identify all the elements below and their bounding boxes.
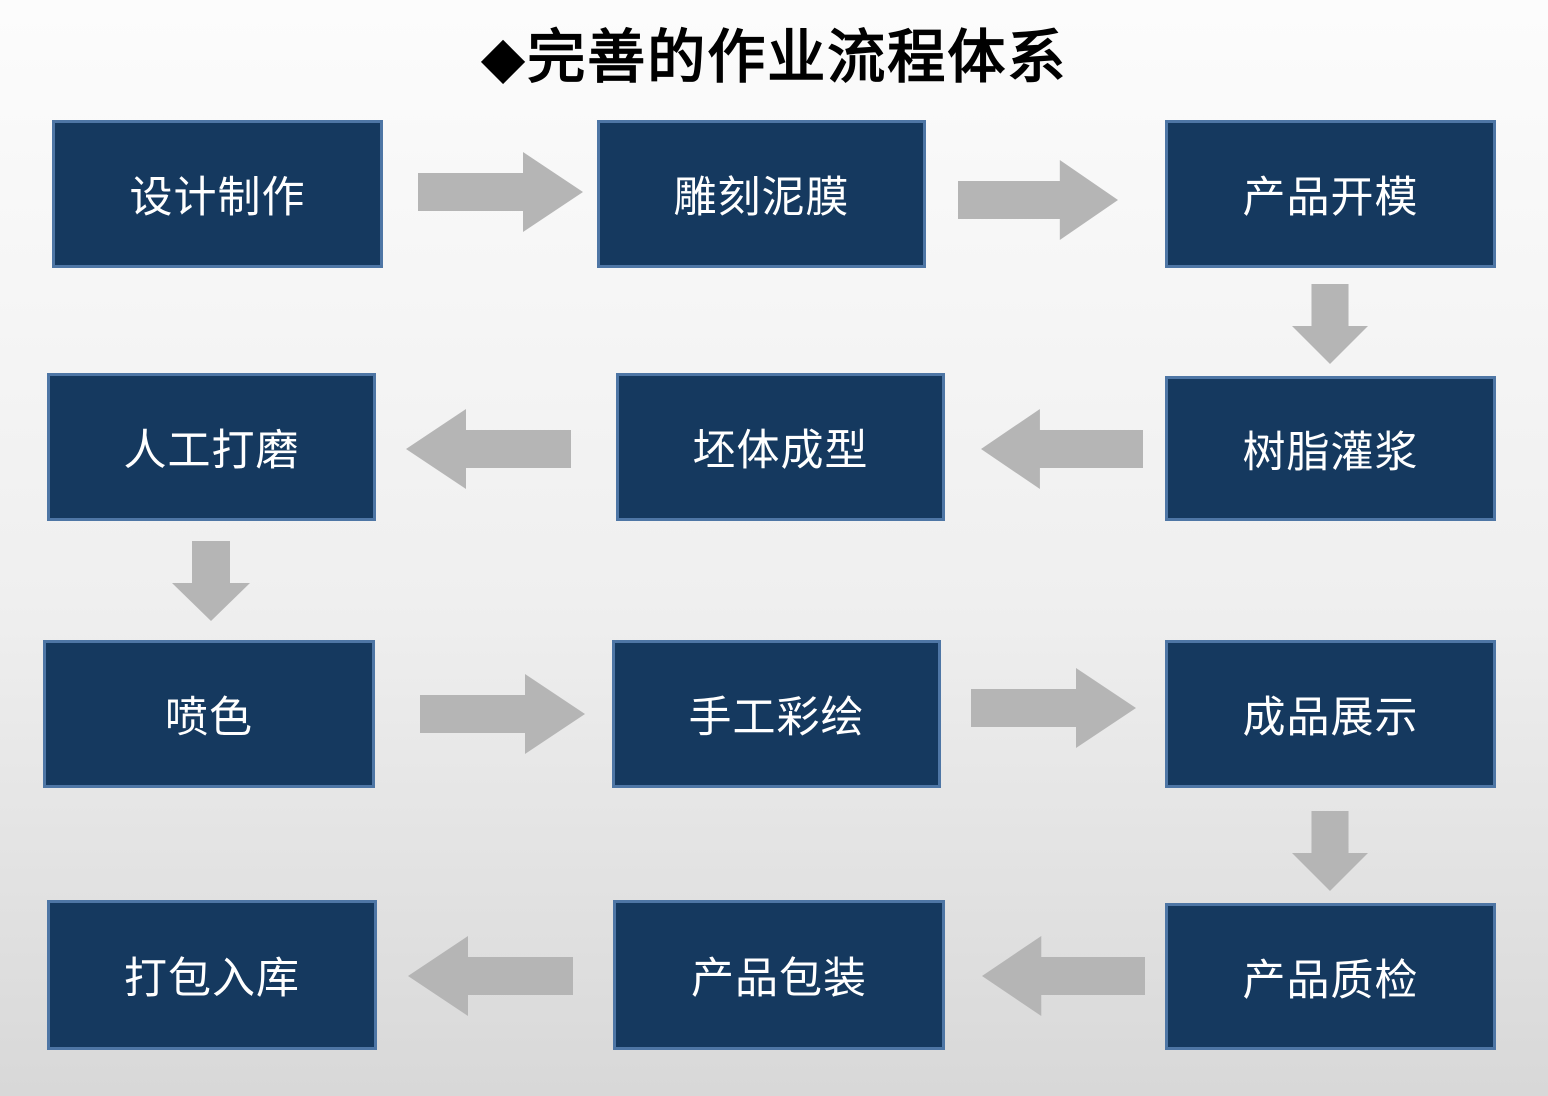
flow-box-pack-into-warehouse: 打包入库 [47,900,377,1050]
flow-box-carve-clay-mold: 雕刻泥膜 [597,120,926,268]
arrow-right-icon [420,674,585,754]
flow-box-resin-grouting: 树脂灌浆 [1165,376,1496,521]
flow-box-finished-product-display: 成品展示 [1165,640,1496,788]
arrow-right-icon [418,152,583,232]
arrow-down-icon [172,541,250,621]
arrow-left-icon [981,409,1143,489]
flow-box-body-forming: 坯体成型 [616,373,945,521]
flow-box-product-packaging: 产品包装 [613,900,945,1050]
arrow-left-icon [982,936,1145,1016]
arrow-right-icon [971,668,1136,748]
flow-box-hand-polishing: 人工打磨 [47,373,376,521]
flow-box-product-quality-check: 产品质检 [1165,903,1496,1050]
arrow-down-icon [1292,284,1368,364]
arrow-left-icon [406,409,571,489]
arrow-left-icon [408,936,573,1016]
arrow-right-icon [958,160,1118,240]
slide-title: ◆完善的作业流程体系 [480,25,1068,90]
flow-box-hand-painting: 手工彩绘 [612,640,941,788]
arrow-down-icon [1292,811,1368,891]
flow-box-product-mold-opening: 产品开模 [1165,120,1496,268]
flow-box-design: 设计制作 [52,120,383,268]
flow-box-spray-color: 喷色 [43,640,375,788]
